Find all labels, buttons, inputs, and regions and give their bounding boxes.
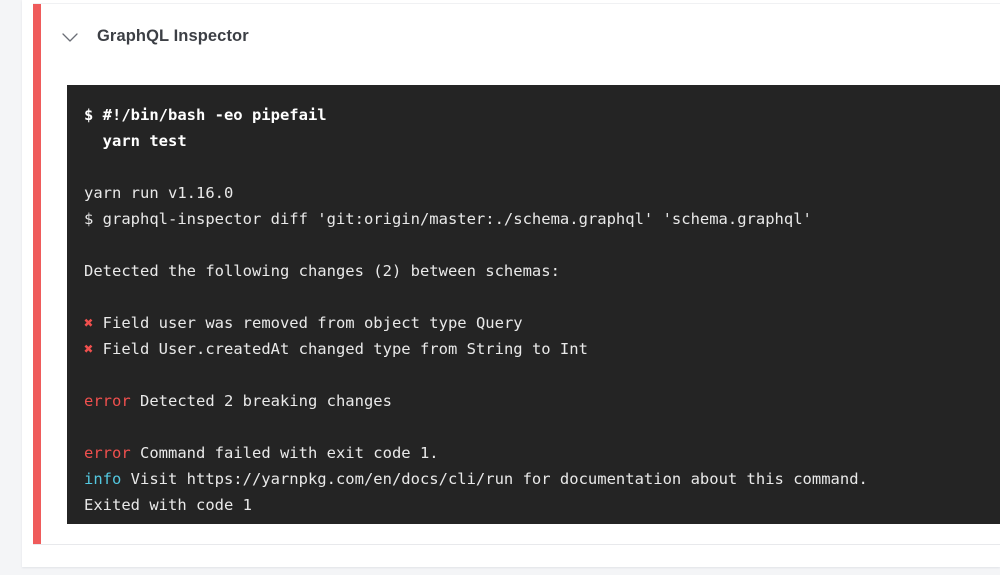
terminal-line-text: Detected 2 breaking changes [130, 392, 392, 410]
terminal-line: error Detected 2 breaking changes [84, 388, 1000, 414]
terminal-output-panel[interactable]: $ #!/bin/bash -eo pipefail yarn test yar… [67, 85, 1000, 524]
terminal-line-text: Visit https://yarnpkg.com/en/docs/cli/ru… [121, 470, 868, 488]
terminal-line [84, 414, 1000, 440]
terminal-line: Detected the following changes (2) betwe… [84, 262, 560, 280]
terminal-log: $ #!/bin/bash -eo pipefail yarn test yar… [84, 102, 1000, 518]
terminal-line: error Command failed with exit code 1. [84, 440, 1000, 466]
error-label: error [84, 392, 131, 410]
terminal-line [84, 284, 1000, 310]
breaking-change-icon: ✖ [84, 340, 94, 358]
terminal-line-text: Field User.createdAt changed type from S… [93, 340, 588, 358]
terminal-line: info Visit https://yarnpkg.com/en/docs/c… [84, 466, 1000, 492]
terminal-line [84, 362, 1000, 388]
breaking-change-icon: ✖ [84, 314, 94, 332]
terminal-line: $ graphql-inspector diff 'git:origin/mas… [84, 210, 812, 228]
content-sheet: GraphQL Inspector $ #!/bin/bash -eo pipe… [22, 0, 1000, 567]
chevron-down-icon[interactable] [59, 26, 81, 48]
terminal-line-text: Field user was removed from object type … [93, 314, 523, 332]
terminal-line-text: Command failed with exit code 1. [130, 444, 439, 462]
terminal-line: yarn test [84, 132, 187, 150]
step-card-body: GraphQL Inspector $ #!/bin/bash -eo pipe… [41, 4, 1000, 544]
info-label: info [84, 470, 122, 488]
step-title: GraphQL Inspector [97, 27, 249, 45]
status-accent-bar [33, 4, 41, 544]
terminal-line: Exited with code 1 [84, 496, 252, 514]
terminal-line: ✖ Field User.createdAt changed type from… [84, 336, 1000, 362]
build-step-card: GraphQL Inspector $ #!/bin/bash -eo pipe… [33, 3, 1000, 545]
error-label: error [84, 444, 131, 462]
terminal-line: $ #!/bin/bash -eo pipefail [84, 106, 327, 124]
terminal-line: ✖ Field user was removed from object typ… [84, 310, 1000, 336]
terminal-line [84, 232, 1000, 258]
terminal-line [84, 154, 1000, 180]
terminal-line: yarn run v1.16.0 [84, 184, 234, 202]
step-header[interactable]: GraphQL Inspector [41, 4, 1000, 69]
